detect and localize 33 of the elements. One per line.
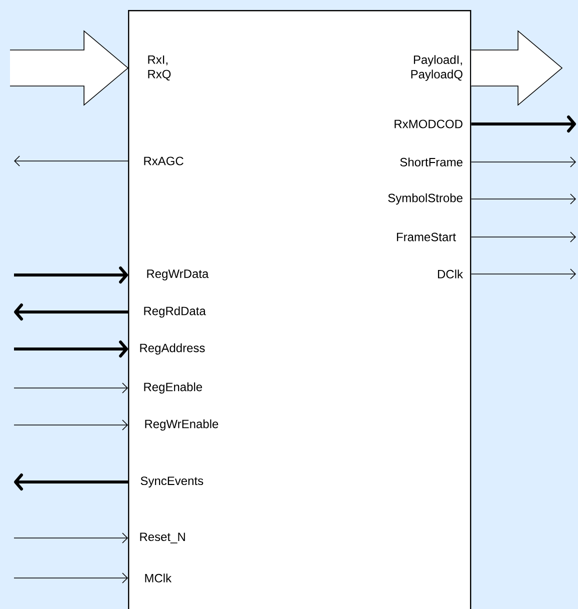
arrow (471, 116, 576, 132)
port-label: FrameStart (396, 232, 456, 242)
arrow (14, 304, 128, 320)
port-label: RegWrData (147, 270, 209, 280)
arrow (470, 268, 576, 280)
arrow (14, 420, 128, 430)
arrow (14, 266, 128, 284)
port-label: RxI, RxQ (148, 56, 171, 81)
arrow (470, 232, 576, 242)
port-label: RxAGC (144, 156, 184, 166)
port-label: DClk (438, 270, 464, 278)
port-label: SyncEvents (140, 476, 204, 488)
module-block (128, 10, 472, 609)
port-label: RxMODCOD (394, 120, 462, 128)
arrow (14, 572, 128, 584)
port-label: Reset_N (140, 532, 185, 544)
block-arrow (470, 30, 563, 106)
port-label: PayloadI, PayloadQ (411, 55, 462, 81)
port-label: MClk (145, 574, 172, 582)
port-label: RegAddress (140, 343, 205, 355)
block-arrow (10, 30, 129, 106)
arrow (14, 532, 128, 544)
port-label: SymbolStrobe (388, 193, 462, 205)
port-label: RegEnable (144, 382, 202, 394)
arrow (470, 194, 576, 204)
arrow (14, 156, 128, 166)
arrow (14, 382, 128, 394)
arrow (470, 156, 576, 168)
port-label: ShortFrame (400, 158, 462, 166)
port-label: RegWrEnable (145, 419, 218, 431)
arrow (14, 474, 128, 490)
port-label: RegRdData (144, 306, 206, 318)
arrow (14, 340, 128, 358)
